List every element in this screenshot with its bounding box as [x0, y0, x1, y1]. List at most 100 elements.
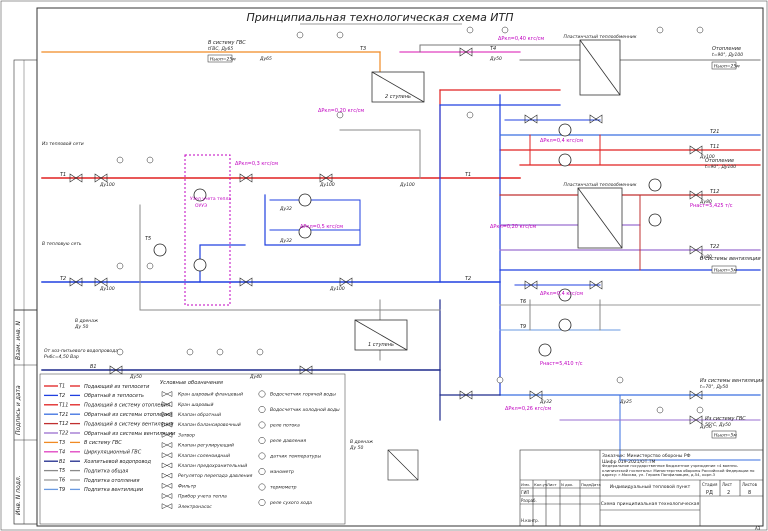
- mag-dp5: ΔPкл=0,20 кгс/см: [490, 224, 536, 230]
- legend-code: T21: [59, 412, 68, 418]
- legend-text: Хозпитьевой водопровод: [83, 459, 151, 465]
- water-in-sub: Рнбс=4,50 Вар: [44, 354, 79, 360]
- legend-text: Подпитка отопления: [84, 478, 139, 484]
- drain-pit: [387, 449, 419, 481]
- legend-text: Подающий в систему отопления: [84, 403, 170, 409]
- tb-sheet-name2: Схема принципиальная технологическая: [601, 501, 700, 507]
- tb-sheets-v: 8: [748, 490, 751, 496]
- valve: [319, 173, 333, 183]
- legend-symbol: [258, 437, 266, 444]
- legend-code: T12: [59, 421, 68, 427]
- legend-symbol: [161, 452, 173, 459]
- legend-symbols-title: Условные обозначения: [160, 380, 223, 386]
- heat-net-in: Из тепловой сети: [42, 141, 84, 147]
- legend-symbol: [161, 442, 173, 448]
- dn-labels: Ду100 Ду100 Ду100 Ду100 Ду100 Ду65 Ду50 …: [99, 56, 715, 430]
- legend-code: T4: [59, 449, 65, 455]
- valve: [689, 245, 703, 255]
- legend-code: T11: [59, 402, 68, 408]
- stage1-label: 1 ступень: [368, 342, 394, 348]
- pumps: [153, 123, 662, 357]
- legend-symbol: [161, 472, 173, 479]
- legend-text: Обратный из системы отопления: [84, 412, 172, 418]
- dn-label: Ду80: [699, 199, 712, 205]
- legend-symbol: [161, 503, 173, 510]
- legend-symbol-text: Клапан соленоидный: [178, 453, 230, 459]
- pump-vent-3: [558, 288, 572, 302]
- label-t22: T22: [710, 244, 719, 250]
- vent-in-sub: t=70°, Ду50: [700, 384, 728, 390]
- valve: [529, 390, 543, 400]
- heating-out-sub: t=90°, Ду100: [712, 52, 743, 58]
- legend-symbol: [161, 391, 173, 397]
- legend-symbol-text: Клапан предохранительный: [178, 463, 247, 469]
- vent-in: Из системы вентиляции: [700, 378, 764, 384]
- heat-exchangers: [354, 39, 623, 351]
- legend-symbol: [161, 482, 173, 489]
- dn-label: Ду100: [99, 182, 115, 188]
- gauges: [116, 26, 704, 414]
- legend-text: В систему ГВС: [84, 440, 122, 446]
- heating-out2: Отопление: [705, 158, 734, 164]
- legend-code: T5: [59, 468, 65, 474]
- title-block: [519, 449, 764, 527]
- valve: [339, 277, 353, 287]
- heating-out2-sub: t=90°, Ду100: [705, 164, 736, 170]
- dn-label: Ду50: [129, 374, 142, 380]
- label-t9: T9: [520, 324, 526, 330]
- legend-text: Обратный в теплосеть: [84, 393, 144, 399]
- mag-uzel-sub: ОУУЭ: [195, 203, 207, 209]
- legend-symbol-text: Кран шаровый фланцевый: [178, 392, 243, 398]
- legend-symbol: [258, 468, 266, 475]
- tb-sheet-name1: Индивидуальный тепловой пункт: [610, 483, 691, 490]
- legend-symbol-text: реле потока: [269, 424, 300, 429]
- legend-text: Циркуляционный ГВС: [84, 450, 142, 456]
- legend-symbol-text: Клапан обратный: [178, 412, 221, 418]
- legend-symbol: [258, 452, 266, 460]
- tb-h5: Дата: [591, 482, 601, 487]
- label-t6: T6: [520, 299, 526, 305]
- tb-customer: Заказчик: Министерство обороны РФ: [602, 453, 691, 459]
- legend-symbol: [161, 462, 173, 469]
- mag-bottom1: ΔPкл=0,26 кгс/см: [505, 406, 551, 412]
- dn-label: Ду40: [249, 374, 262, 380]
- tb-object-fo: Федеральное государственное бюджетное уч…: [602, 464, 754, 477]
- diagram-title: Принципиальная технологическая схема ИТП: [246, 11, 513, 24]
- valve: [299, 365, 313, 375]
- valve: [239, 277, 253, 287]
- valve: [109, 365, 123, 375]
- dn-label: Ду65: [259, 56, 272, 62]
- dn-label: Ду32: [539, 399, 552, 405]
- valve: [239, 173, 253, 183]
- label-t1b: T1: [465, 172, 471, 178]
- gvs-in-sub: 55°С, Ду50: [705, 422, 731, 428]
- legend-text: Подающий в систему вентиляции: [84, 421, 174, 427]
- valve: [589, 280, 603, 290]
- legend-symbol-text: Кран шаровый: [178, 402, 214, 408]
- legend-symbol-text: Электронасос: [177, 504, 212, 510]
- pump-makeup: [153, 243, 167, 257]
- pump-gvs: [538, 343, 552, 357]
- label-b1: B1: [90, 364, 97, 370]
- tb-h0: Изм.: [521, 482, 530, 487]
- label-t21: T21: [710, 129, 719, 135]
- valve: [69, 173, 83, 183]
- dn-label: Ду50: [699, 424, 712, 430]
- pump-vent-1: [298, 193, 312, 207]
- drain-1-sub: Ду 50: [74, 324, 88, 330]
- legend-code: T6: [59, 478, 65, 484]
- tb-role-gip: ГИП: [521, 490, 529, 495]
- side-stamp: Взам. инв. N Подпись и дата Инв. N подл.: [13, 59, 38, 525]
- mag-bottom2: ΔPкл=0,5 кгс/см: [300, 224, 343, 230]
- tb-format: А3: [755, 526, 761, 531]
- legend-symbol-text: Регулятор перепада давления: [178, 473, 253, 479]
- tb-role-dev: Разраб.: [521, 498, 537, 503]
- dn-label: Ду100: [319, 182, 335, 188]
- legend-symbol-text: реле сухого хода: [269, 501, 312, 506]
- drain-2-sub: Ду 50: [349, 445, 363, 451]
- valve: [94, 277, 108, 287]
- pump-vent-2: [298, 225, 312, 239]
- legend-symbol-text: Водосчетчик холодной воды: [270, 407, 340, 413]
- dn-label: Ду100: [99, 286, 115, 292]
